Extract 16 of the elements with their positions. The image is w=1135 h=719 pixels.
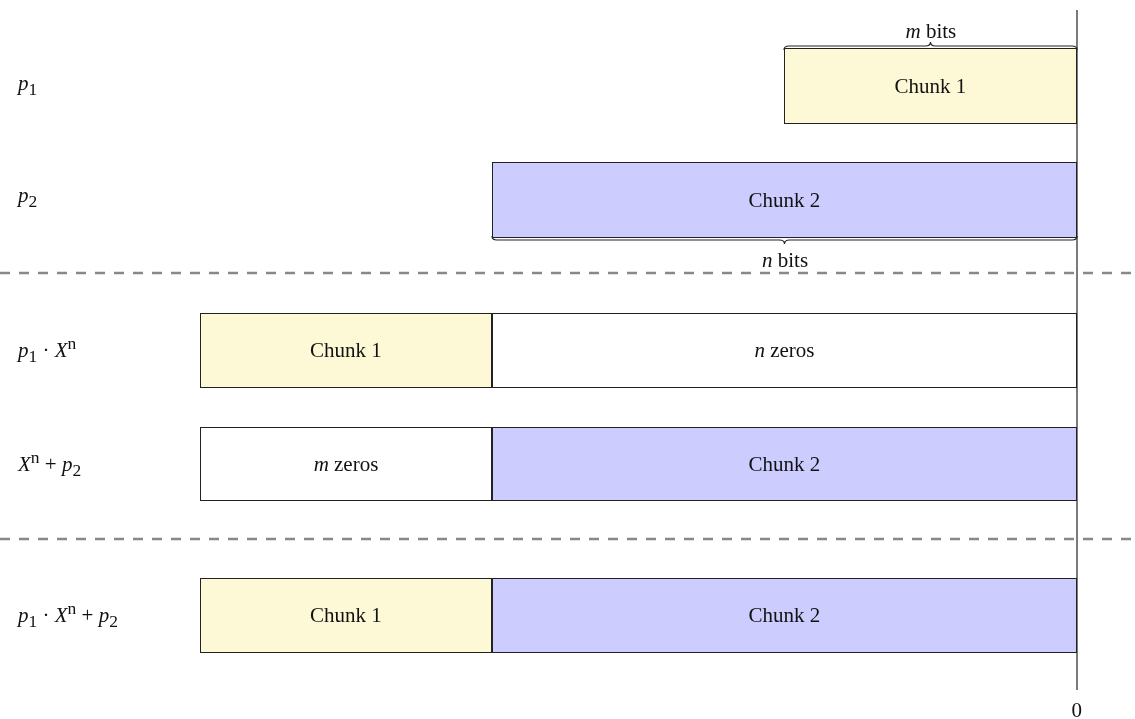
row-label: X$^{n}$ + p$_{2}$ [18, 448, 82, 480]
bit-field-box: Chunk 1 [200, 313, 492, 388]
row-label: p$_{2}$ [18, 185, 38, 211]
bit-field-box: Chunk 2 [492, 578, 1077, 653]
row-label: p$_{1}$ · X$^{n}$ + p$_{2}$ [18, 599, 118, 631]
row-label: p$_{1}$ [18, 73, 38, 99]
bit-field-box: Chunk 2 [492, 427, 1077, 501]
bit-field-box: Chunk 2 [492, 162, 1077, 238]
brace-label: n bits [762, 249, 809, 271]
row-label: p$_{1}$ · X$^{n}$ [18, 334, 77, 366]
bit-field-box: n zeros [492, 313, 1077, 388]
bit-field-box: Chunk 1 [784, 48, 1077, 124]
bit-field-box: Chunk 1 [200, 578, 492, 653]
bit-field-box: m zeros [200, 427, 492, 501]
axis-tick-label: 0 [1071, 699, 1082, 719]
brace-label: m bits [905, 20, 957, 42]
